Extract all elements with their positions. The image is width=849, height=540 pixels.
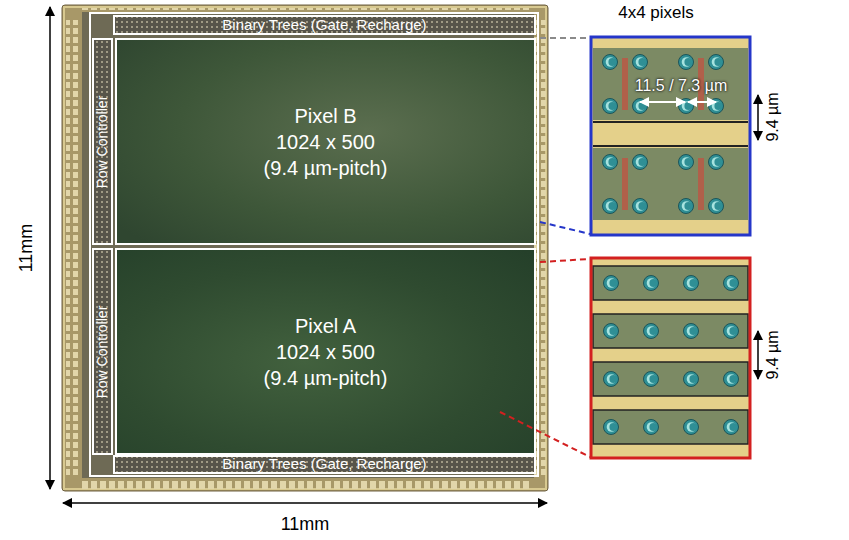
spad-pixel [724,420,739,435]
pixel-row-band [593,362,748,396]
spad-pixel [604,324,619,339]
pixel-row-band [593,410,748,444]
row-controller-text: Row Controller [95,95,110,188]
inset-frame [591,37,750,235]
spad-pixel [603,155,618,170]
spad-pixel [633,155,648,170]
metal-line [593,145,748,147]
spad-pixel [603,199,618,214]
pixel-array-area [115,38,536,245]
row-controller-text: Row Controller [95,305,110,398]
pixel-row-band [593,48,748,120]
pixel-array-text: Pixel A [295,313,356,339]
bond-pads [80,478,532,489]
pitch-label: 9.4 µm [764,92,782,141]
pixel-row-band [593,148,748,220]
spad-pixel [644,324,659,339]
row-controller: Row Controller [92,248,113,455]
spad-pixel [724,372,739,387]
pixel-array-area [115,248,536,455]
pixel-row-band [593,314,748,348]
pixel-array-text: 1024 x 500 [276,339,375,365]
binary-tree-band: Binary Trees (Gate, Recharge) [113,15,536,35]
metal-line [593,121,748,123]
bond-pads [66,20,78,476]
dimension-label: 11mm [17,224,37,273]
pitch-label: 11.5 / 7.3 µm [635,77,728,95]
dimension-label: 11mm [281,515,330,535]
pixel-link [622,58,628,110]
pitch-label: 9.4 µm [764,330,782,379]
binary-tree-band-text: Binary Trees (Gate, Recharge) [222,456,426,473]
spad-pixel [679,55,694,70]
pixel-array-text: 1024 x 500 [276,129,375,155]
spad-pixel [724,324,739,339]
pixel-link [622,158,628,210]
spad-pixel [679,155,694,170]
inset-ground [591,37,750,235]
spad-pixel [679,199,694,214]
pixel-array-text: (9.4 µm-pitch) [264,365,388,391]
pixel-array: Pixel B1024 x 500(9.4 µm-pitch) [115,38,536,245]
spad-pixel [633,55,648,70]
dimension-arrow [757,331,759,379]
dimension-arrow [63,502,547,504]
spad-pixel [709,55,724,70]
spad-pixel [604,420,619,435]
pixel-array-text: (9.4 µm-pitch) [264,155,388,181]
spad-pixel [633,199,648,214]
dimension-arrow [49,7,51,489]
spad-pixel [604,372,619,387]
zoom-line [540,37,590,39]
spad-pixel [724,276,739,291]
pixel-link [698,158,704,210]
pixel-array: Pixel A1024 x 500(9.4 µm-pitch) [115,248,536,455]
spad-pixel [709,99,724,114]
spad-pixel [603,99,618,114]
spad-pixel [644,420,659,435]
pitch-arrow [688,101,716,103]
pixel-row-band [593,266,748,300]
inset-frame [591,258,750,458]
zoom-line [500,412,590,457]
spad-pixel [644,372,659,387]
binary-tree-band: Binary Trees (Gate, Recharge) [113,455,536,474]
spad-pixel [603,55,618,70]
zoom-line [540,222,590,234]
core-outline [90,13,538,476]
spad-pixel [684,372,699,387]
spad-pixel [679,99,694,114]
inset-ground [591,258,750,458]
binary-tree-area [113,15,536,35]
spad-pixel [709,199,724,214]
inset-heading: 4x4 pixels [618,4,694,23]
row-controller-area [92,38,113,245]
row-controller-area [92,248,113,455]
spad-pixel [633,99,648,114]
pixel-array-text: Pixel B [294,103,356,129]
spad-pixel [709,155,724,170]
spad-pixel [604,276,619,291]
spad-pixel [684,324,699,339]
pitch-arrow [640,101,685,103]
binary-tree-band-text: Binary Trees (Gate, Recharge) [222,17,426,34]
row-controller: Row Controller [92,38,113,245]
seal-ring [64,7,546,489]
chip-package [62,5,548,491]
dimension-arrow [757,95,759,140]
spad-pixel [684,276,699,291]
spad-pixel [644,276,659,291]
spad-pixel [684,420,699,435]
zoom-line [540,259,590,262]
binary-tree-area [113,455,536,474]
